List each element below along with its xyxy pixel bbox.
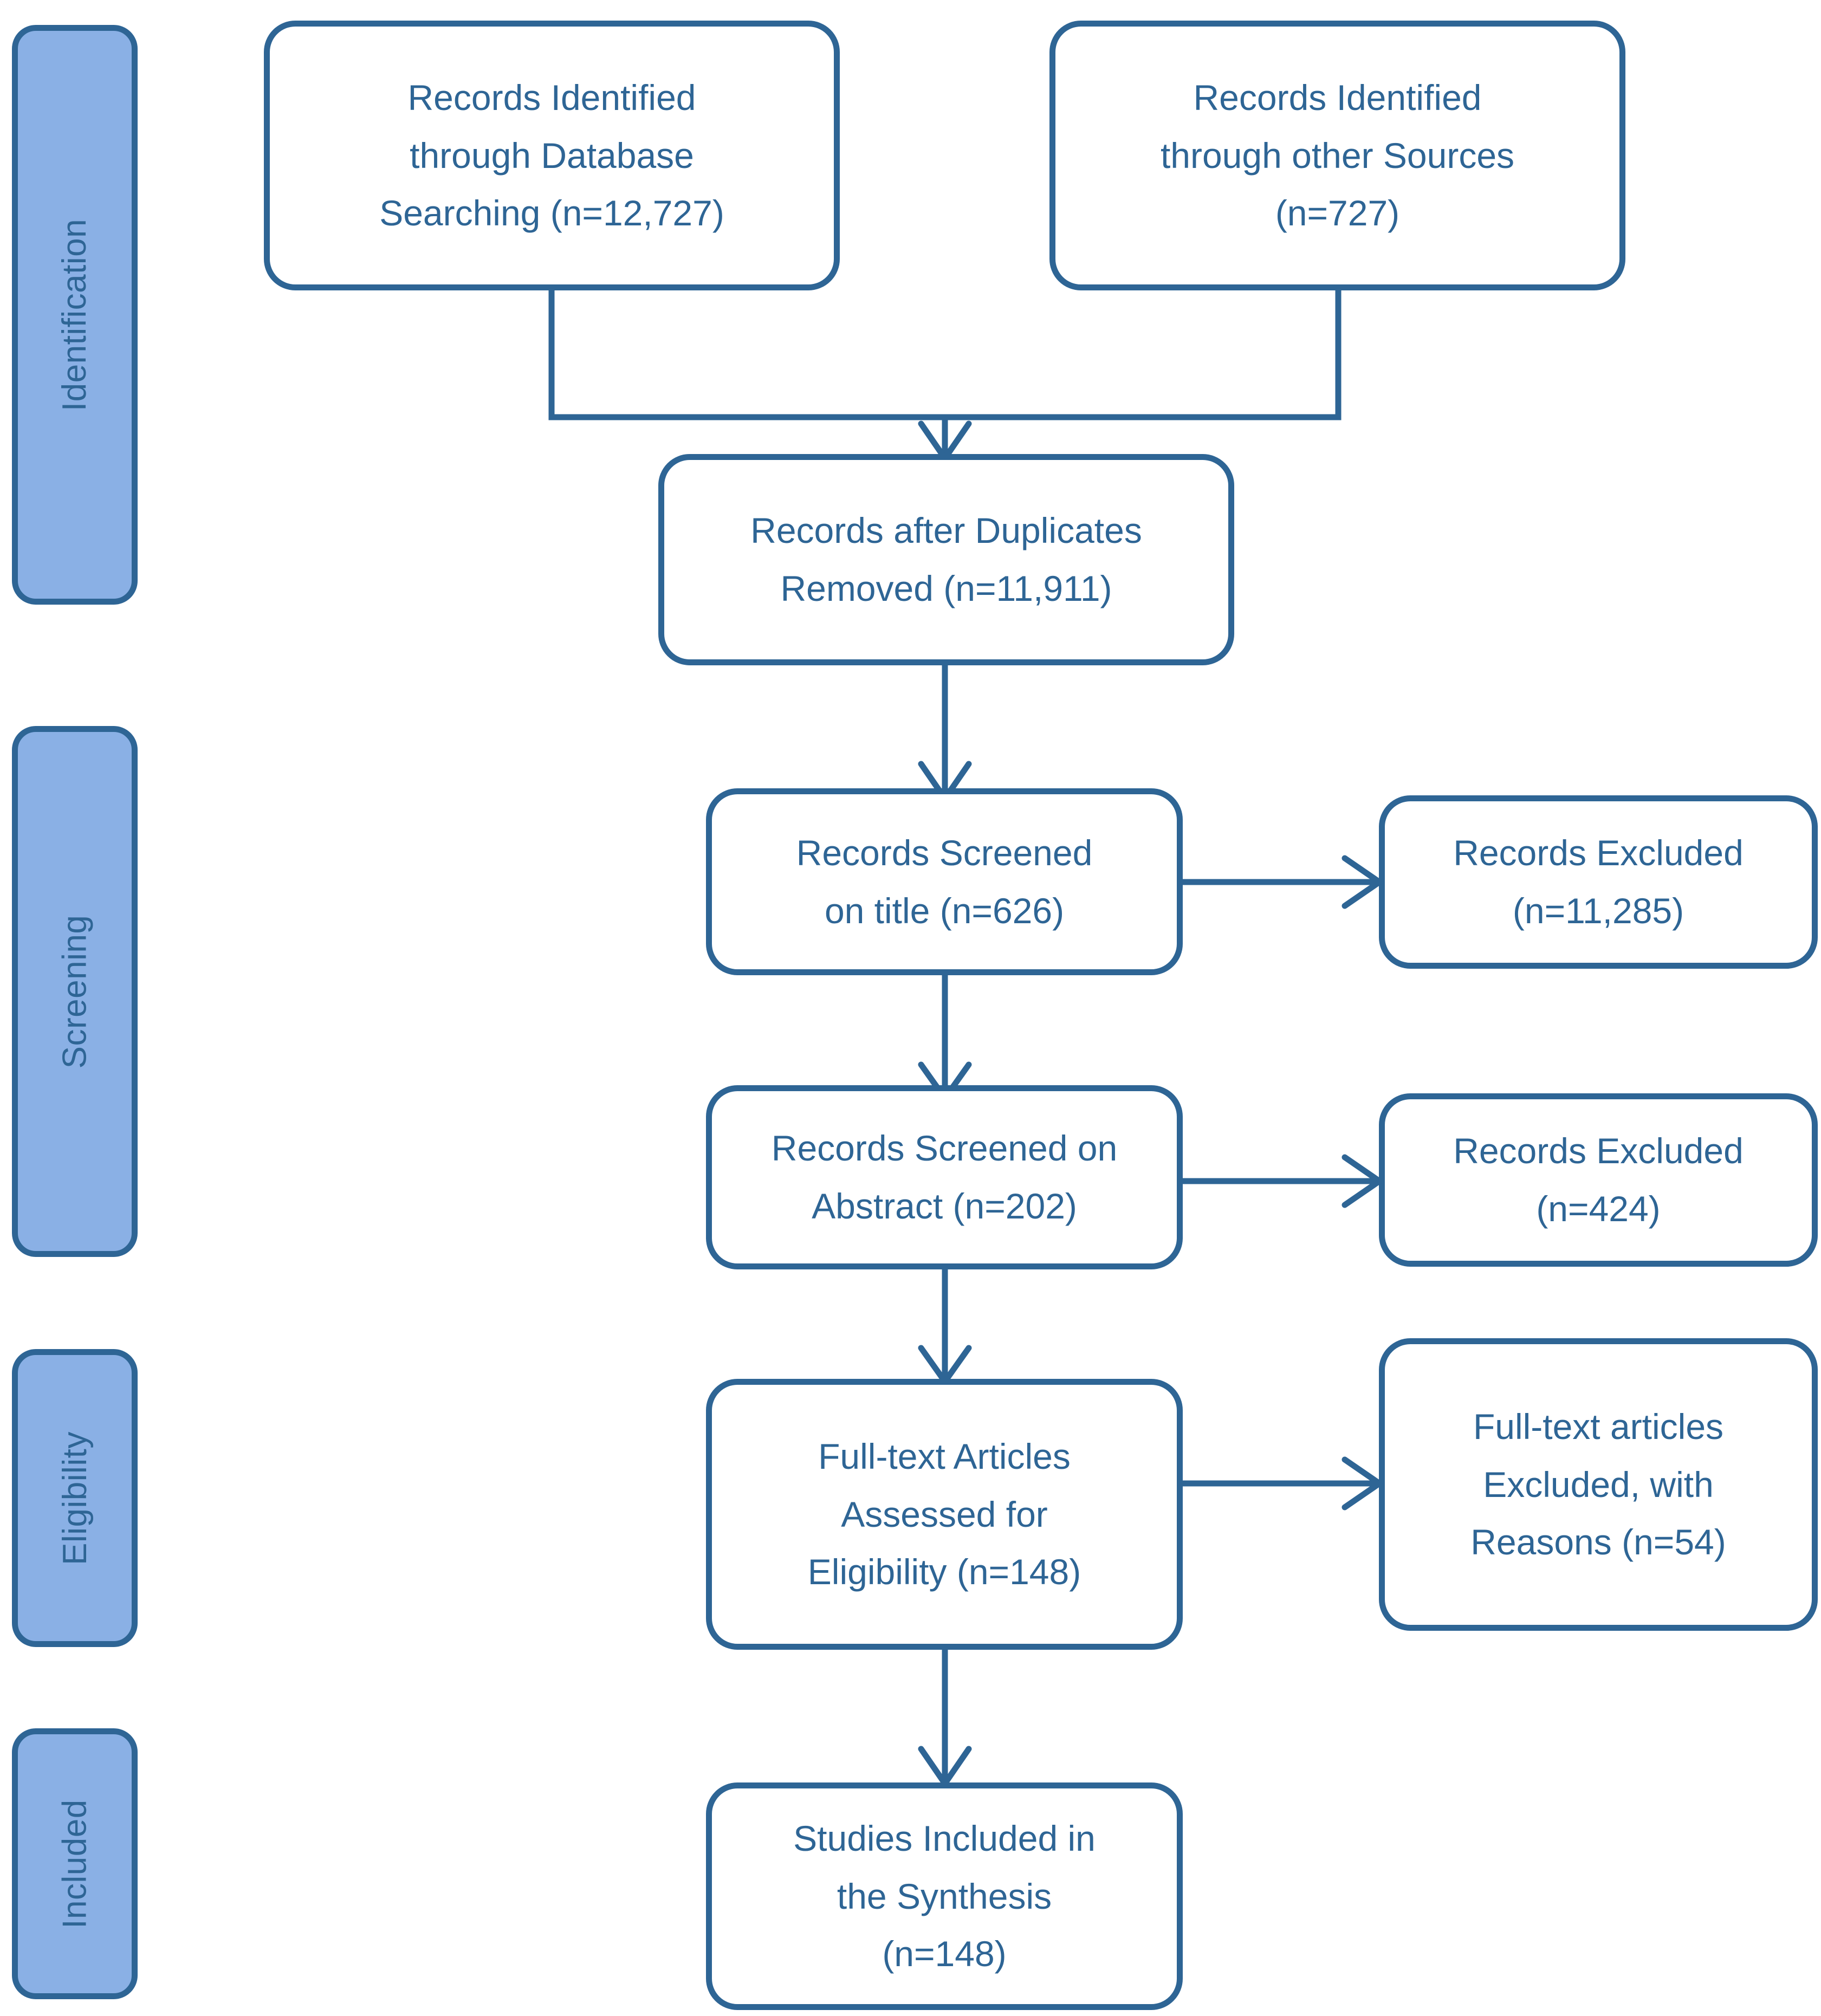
box-line: Searching (n=12,727): [379, 193, 724, 234]
box-line: Excluded, with: [1483, 1464, 1714, 1505]
box-line: Records Identified: [407, 77, 696, 118]
connector-merge-to-duplicates: [548, 290, 1342, 462]
box-line: Records Screened: [796, 832, 1093, 873]
box-line: Reasons (n=54): [1470, 1522, 1726, 1563]
box-records-identified-database: Records Identified through Database Sear…: [264, 21, 840, 290]
stage-label-eligibility-text: Eligibility: [56, 1431, 94, 1565]
box-fulltext-assessed: Full-text Articles Assessed for Eligibil…: [706, 1379, 1183, 1650]
box-studies-included-synthesis: Studies Included in the Synthesis (n=148…: [706, 1782, 1183, 2010]
box-line: Removed (n=11,911): [780, 568, 1112, 608]
box-line: Records Identified: [1193, 77, 1482, 118]
box-line: on title (n=626): [824, 890, 1065, 931]
box-line: through other Sources: [1160, 135, 1515, 176]
box-line: the Synthesis: [837, 1876, 1052, 1916]
box-line: (n=424): [1536, 1189, 1661, 1229]
connector-screened-abstract-to-excluded: [1179, 1154, 1383, 1208]
stage-label-eligibility: Eligibility: [12, 1349, 138, 1647]
box-records-excluded-abstract: Records Excluded (n=424): [1379, 1093, 1818, 1267]
stage-label-screening-text: Screening: [56, 915, 94, 1068]
box-records-screened-title: Records Screened on title (n=626): [706, 788, 1183, 975]
box-records-excluded-title: Records Excluded (n=11,285): [1379, 795, 1818, 969]
box-line: Full-text Articles: [818, 1436, 1071, 1476]
box-records-identified-other-sources: Records Identified through other Sources…: [1049, 21, 1625, 290]
stage-label-included-text: Included: [56, 1799, 94, 1929]
connector-fulltext-to-included: [918, 1647, 972, 1787]
box-line: (n=727): [1275, 193, 1400, 234]
box-line: Records Screened on: [771, 1128, 1118, 1169]
box-line: (n=148): [882, 1934, 1007, 1974]
box-line: Assessed for: [841, 1494, 1048, 1534]
stage-label-screening: Screening: [12, 726, 138, 1257]
stage-label-identification: Identification: [12, 25, 138, 605]
connector-screened-title-to-excluded: [1179, 855, 1383, 909]
connector-fulltext-to-excluded: [1179, 1456, 1383, 1511]
connector-duplicates-to-screened-title: [918, 662, 972, 802]
box-line: Records Excluded: [1453, 1131, 1744, 1171]
stage-label-included: Included: [12, 1728, 138, 1999]
box-line: (n=11,285): [1512, 891, 1684, 931]
box-line: Eligibility (n=148): [807, 1552, 1081, 1592]
box-line: Full-text articles: [1473, 1406, 1724, 1447]
box-records-screened-abstract: Records Screened on Abstract (n=202): [706, 1085, 1183, 1269]
box-line: Records after Duplicates: [750, 510, 1142, 551]
box-line: Studies Included in: [793, 1818, 1096, 1858]
box-fulltext-excluded: Full-text articles Excluded, with Reason…: [1379, 1338, 1818, 1631]
box-line: through Database: [410, 135, 694, 176]
box-records-after-duplicates: Records after Duplicates Removed (n=11,9…: [658, 454, 1234, 665]
stage-label-identification-text: Identification: [56, 218, 94, 411]
box-line: Abstract (n=202): [812, 1186, 1077, 1226]
box-line: Records Excluded: [1453, 833, 1744, 873]
